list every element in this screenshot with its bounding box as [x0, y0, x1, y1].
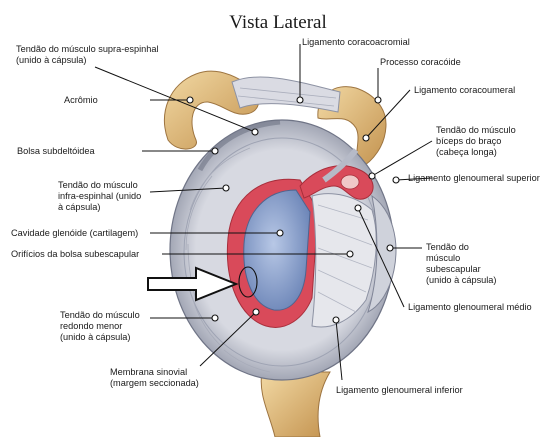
label-subdeltoid-bursa: Bolsa subdeltóidea	[17, 146, 96, 156]
label-glenoid-cavity: Cavidade glenóide (cartilagem)	[11, 228, 138, 238]
label-coracohumeral-ligament: Ligamento coracoumeral	[414, 85, 515, 95]
label-subscapularis-tendon: Tendão do músculo subescapular (unido à …	[426, 242, 496, 285]
label-coracoid-process: Processo coracóide	[380, 57, 461, 67]
label-coracoacromial-ligament: Ligamento coracoacromial	[302, 37, 410, 47]
label-biceps-tendon: Tendão do músculo bíceps do braço (cabeç…	[436, 125, 518, 157]
diagram-title: Vista Lateral	[229, 12, 327, 33]
label-synovial-membrane: Membrana sinovial (margem seccionada)	[110, 367, 199, 388]
scapula-neck	[261, 372, 330, 437]
label-middle-glenohumeral-ligament: Ligamento glenoumeral médio	[408, 302, 532, 312]
label-supraspinatus-tendon: Tendão do músculo supra-espinhal (unido …	[16, 44, 161, 65]
label-subscapular-orifices: Orifícios da bolsa subescapular	[11, 249, 139, 259]
label-teres-minor-tendon: Tendão do músculo redondo menor (unido à…	[60, 310, 142, 342]
label-superior-glenohumeral-ligament: Ligamento glenoumeral superior	[408, 173, 540, 183]
label-acromion: Acrômio	[64, 95, 98, 105]
label-infraspinatus-tendon: Tendão do músculo infra-espinhal (unido …	[58, 180, 144, 212]
label-inferior-glenohumeral-ligament: Ligamento glenoumeral inferior	[336, 385, 463, 395]
